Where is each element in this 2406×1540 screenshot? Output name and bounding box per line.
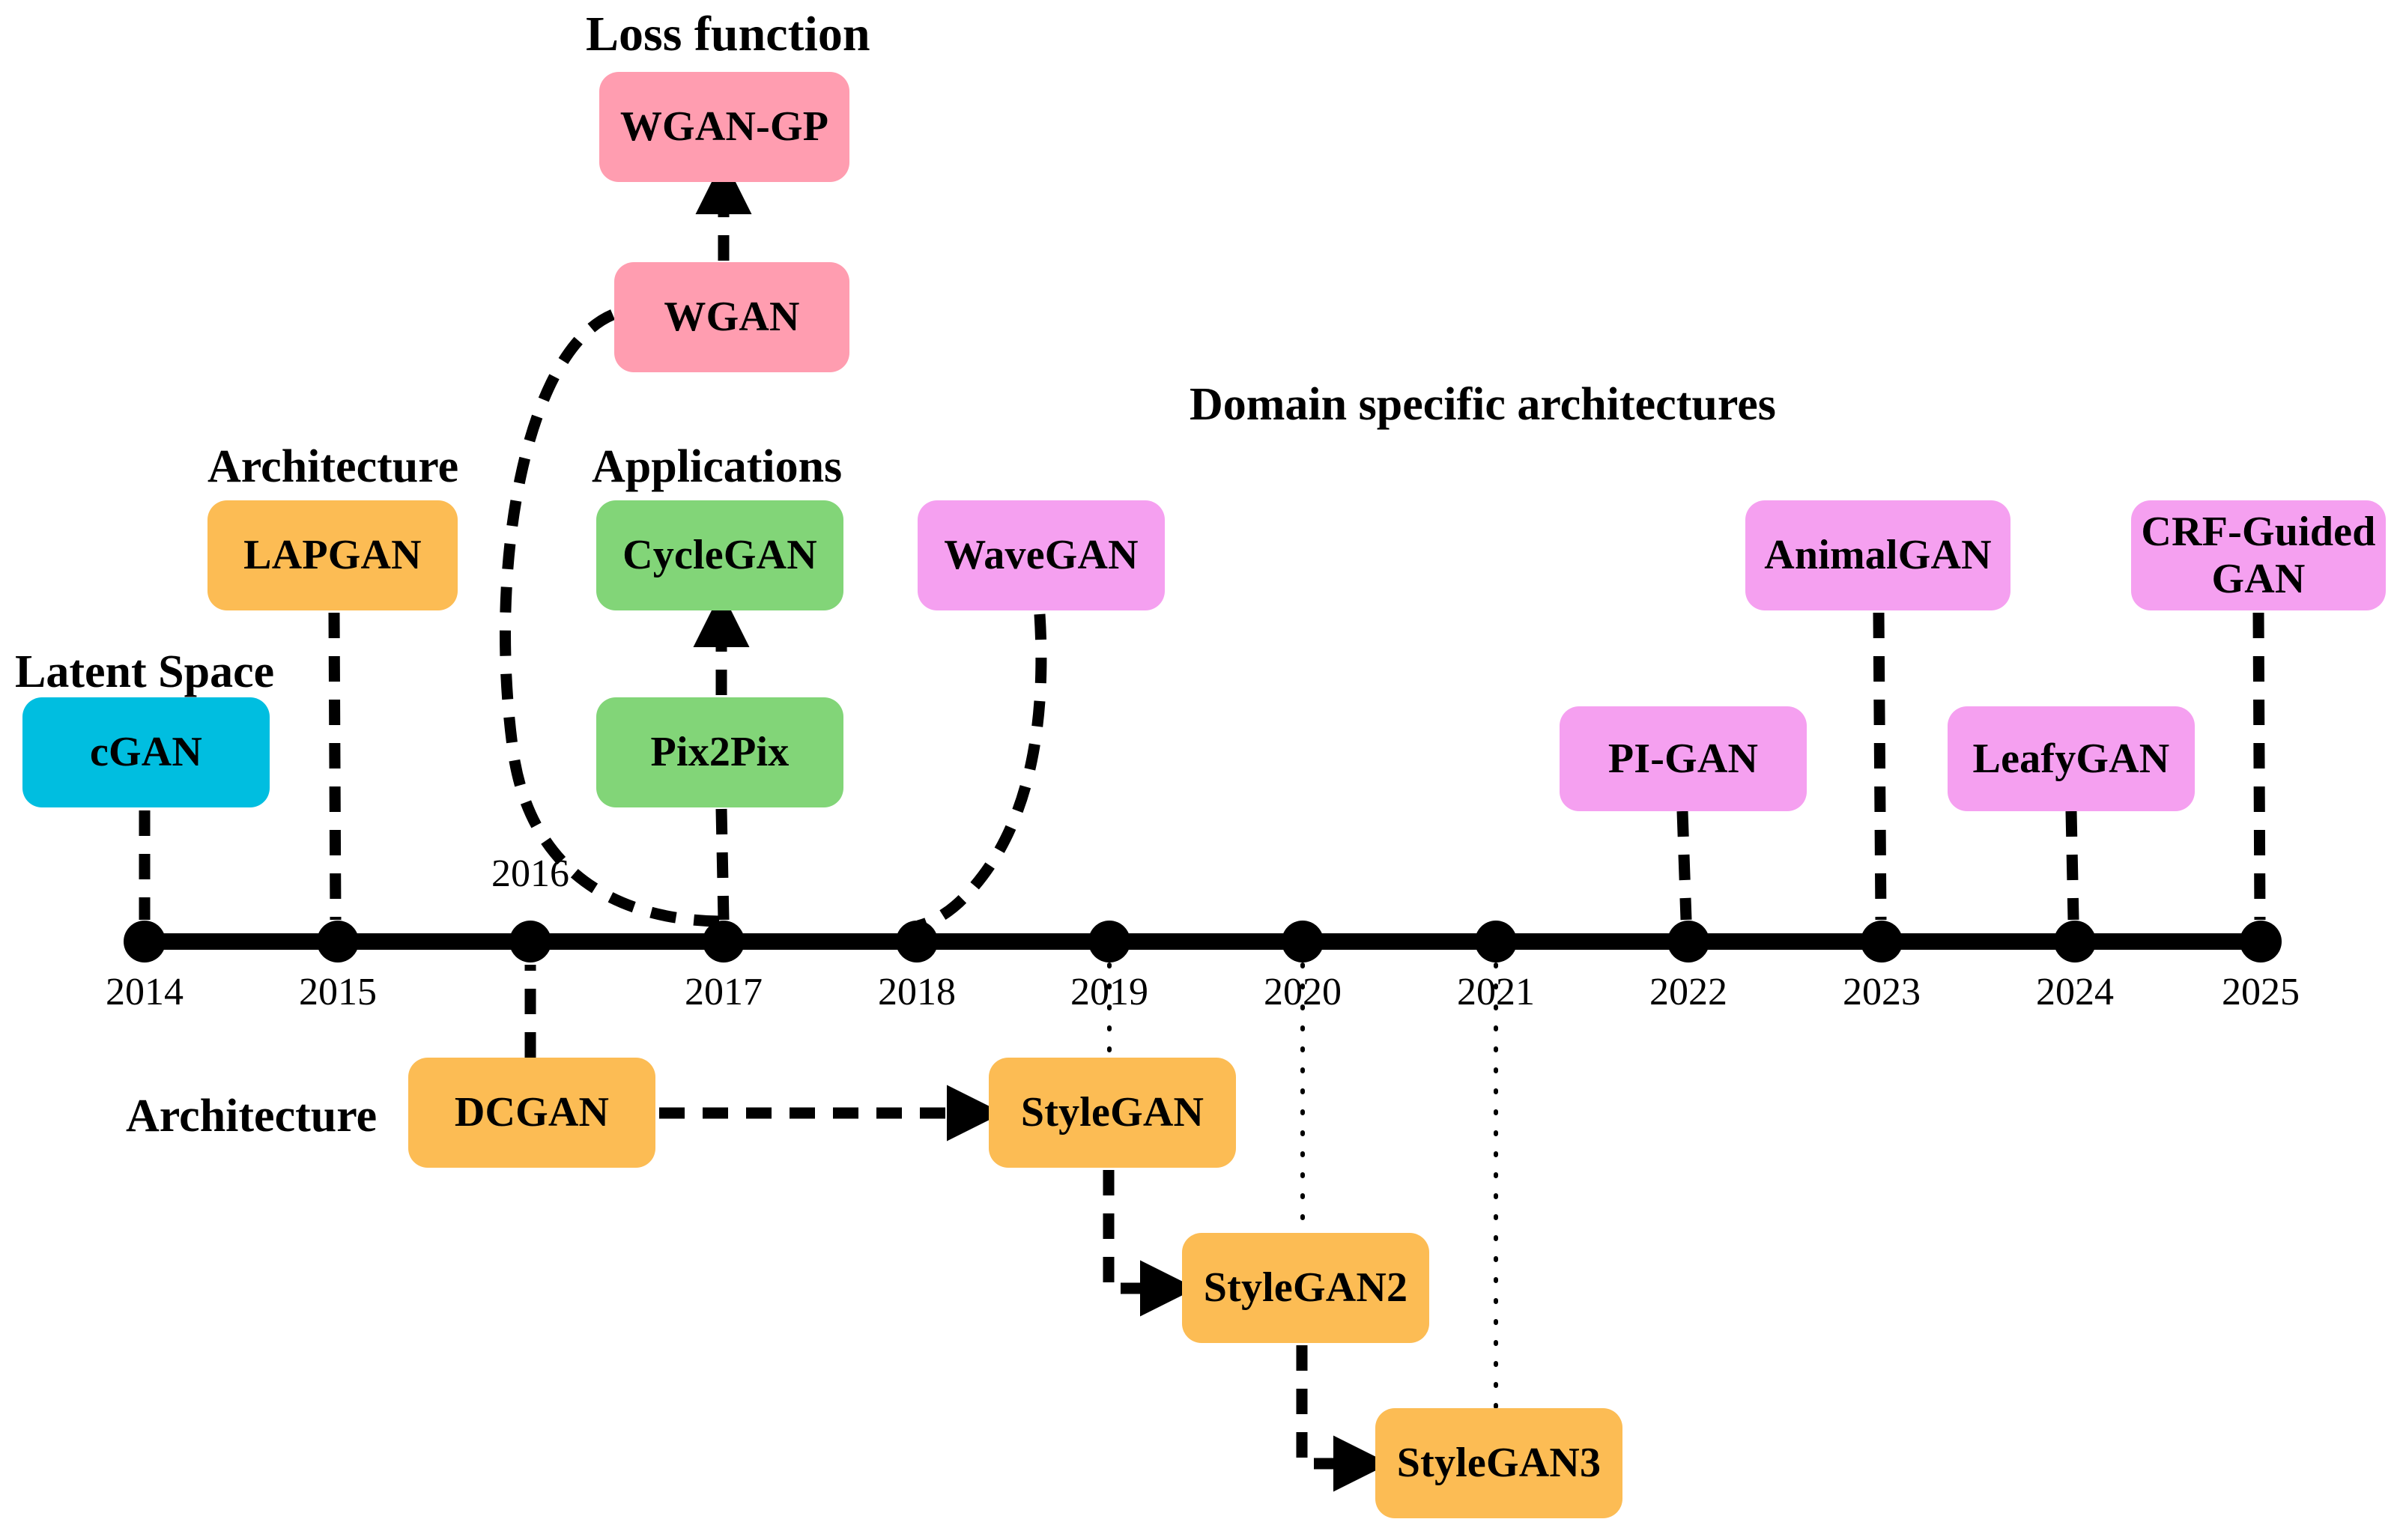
- group-label-architecture-top: Architecture: [207, 441, 459, 492]
- connector-crfgan-to-2025: [2252, 612, 2266, 921]
- node-animalgan[interactable]: AnimalGAN: [1745, 500, 2010, 610]
- year-label-2014: 2014: [106, 971, 184, 1013]
- timeline-dot-2025[interactable]: [2240, 921, 2282, 962]
- year-label-2025: 2025: [2222, 971, 2300, 1013]
- node-wgan-gp[interactable]: WGAN-GP: [599, 72, 849, 182]
- node-crf-gan[interactable]: CRF-Guided GAN: [2131, 500, 2386, 610]
- group-label-loss-function: Loss function: [586, 7, 870, 61]
- timeline-dot-2022[interactable]: [1667, 921, 1709, 962]
- connector-sg2-to-sg3: [1296, 1345, 1390, 1492]
- group-label-architecture-bot: Architecture: [126, 1091, 378, 1142]
- node-wavegan[interactable]: WaveGAN: [918, 500, 1165, 610]
- timeline-dot-2018[interactable]: [896, 921, 938, 962]
- year-label-2022: 2022: [1649, 971, 1727, 1013]
- node-wgan[interactable]: WGAN: [614, 262, 849, 372]
- year-label-2021: 2021: [1457, 971, 1535, 1013]
- node-lapgan[interactable]: LAPGAN: [207, 500, 458, 610]
- node-leafygan[interactable]: LeafyGAN: [1948, 706, 2195, 811]
- node-dcgan[interactable]: DCGAN: [408, 1058, 655, 1168]
- node-pi-gan[interactable]: PI-GAN: [1560, 706, 1807, 811]
- timeline-dot-2020[interactable]: [1282, 921, 1324, 962]
- timeline-dot-2015[interactable]: [317, 921, 359, 962]
- node-stylegan2[interactable]: StyleGAN2: [1182, 1233, 1429, 1343]
- timeline-dot-2014[interactable]: [124, 921, 166, 962]
- year-label-2023: 2023: [1843, 971, 1921, 1013]
- node-cyclegan[interactable]: CycleGAN: [596, 500, 843, 610]
- timeline-dot-2019[interactable]: [1088, 921, 1130, 962]
- timeline-axis-group: [124, 921, 2282, 962]
- timeline-dot-2023[interactable]: [1861, 921, 1903, 962]
- group-label-domain-specific: Domain specific architectures: [1190, 379, 1776, 430]
- timeline-dot-2017[interactable]: [703, 921, 745, 962]
- year-label-2017: 2017: [685, 971, 763, 1013]
- year-label-2019: 2019: [1070, 971, 1148, 1013]
- connector-pix2pix-to-2017: [715, 808, 730, 921]
- timeline-dot-2016[interactable]: [509, 921, 551, 962]
- node-stylegan3[interactable]: StyleGAN3: [1375, 1408, 1622, 1518]
- connector-leafygan-to-2024: [2065, 810, 2079, 921]
- year-label-2016: 2016: [491, 852, 569, 895]
- group-label-latent-space: Latent Space: [15, 646, 275, 697]
- node-pix2pix[interactable]: Pix2Pix: [596, 697, 843, 807]
- year-label-2020: 2020: [1264, 971, 1342, 1013]
- connector-animalgan-to-2023: [1873, 612, 1887, 921]
- node-cgan[interactable]: cGAN: [22, 697, 270, 807]
- connector-pigan-to-2022: [1676, 810, 1692, 921]
- connector-lapgan-to-2015: [328, 612, 342, 921]
- year-label-2024: 2024: [2036, 971, 2114, 1013]
- timeline-dot-2021[interactable]: [1475, 921, 1517, 962]
- group-label-applications: Applications: [592, 441, 843, 492]
- connector-stylegan-to-sg2: [1103, 1170, 1196, 1317]
- node-stylegan[interactable]: StyleGAN: [989, 1058, 1236, 1168]
- connector-wavegan-to-2018: [916, 613, 1047, 932]
- year-label-2015: 2015: [299, 971, 377, 1013]
- connectors-group: [139, 158, 2266, 1492]
- connector-wgan-to-2017: [500, 309, 720, 927]
- timeline-dot-2024[interactable]: [2054, 921, 2096, 962]
- year-label-2018: 2018: [878, 971, 956, 1013]
